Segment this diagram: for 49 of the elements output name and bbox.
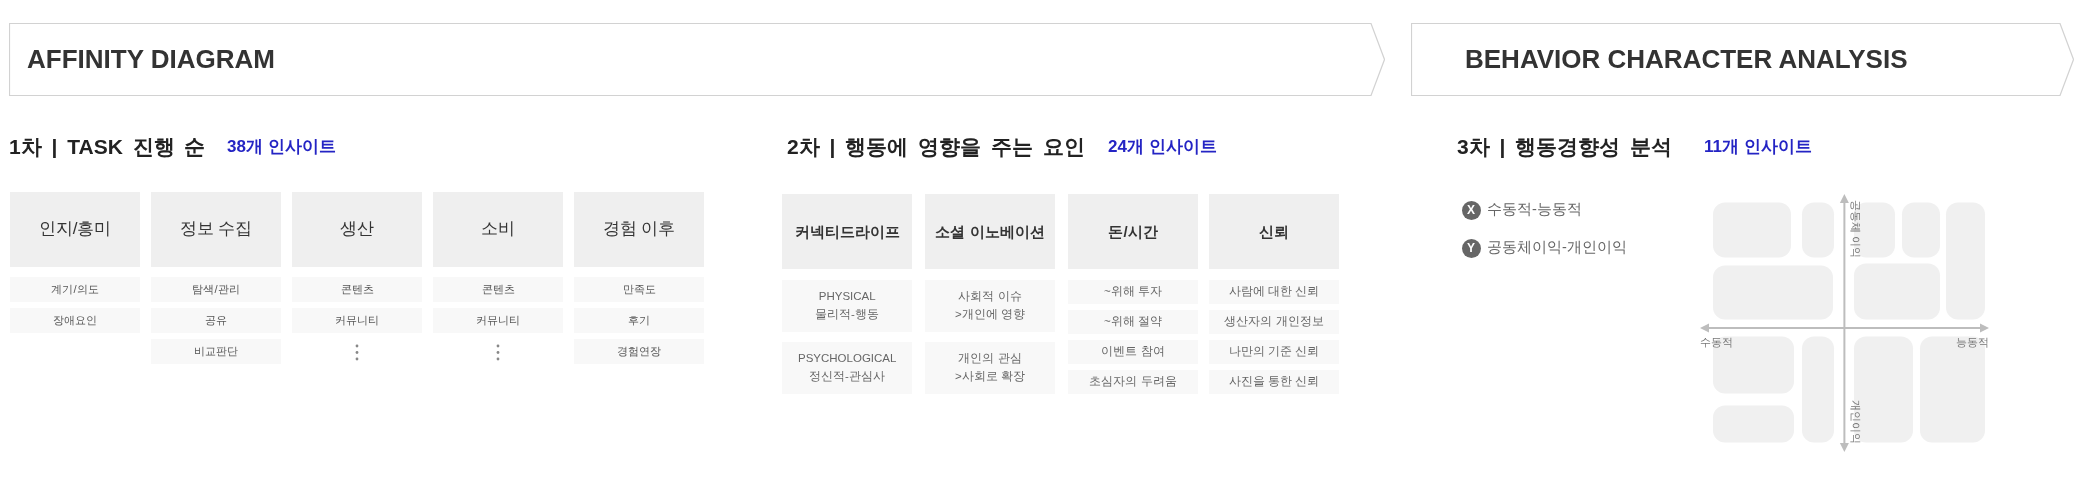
- insight-card: 이벤트 참여: [1068, 340, 1198, 364]
- category-card: 돈/시간: [1068, 194, 1198, 269]
- letter-badge: Y: [1461, 238, 1481, 258]
- axis-description: 공동체이익-개인이익: [1487, 238, 1627, 257]
- insight-card: ~위해 절약: [1068, 310, 1198, 334]
- insight-card: 경험연장: [574, 339, 704, 364]
- insight-card: PHYSICAL 물리적-행동: [782, 280, 912, 332]
- category-card: 인지/흥미: [10, 192, 140, 267]
- insight-card: 비교판단: [151, 339, 281, 364]
- insight-card: 탐색/관리: [151, 277, 281, 302]
- insight-card: 만족도: [574, 277, 704, 302]
- category-card: 생산: [292, 192, 422, 267]
- insight-card: 커뮤니티: [433, 308, 563, 333]
- section-heading: 1차 | TASK 진행 순: [9, 134, 206, 160]
- insight-card: 사진을 통한 신뢰: [1209, 370, 1339, 394]
- insight-count: 11개 인사이트: [1704, 136, 1812, 158]
- insight-card: 개인의 관심 >사회로 확장: [925, 342, 1055, 394]
- axis-label: 개인이익: [1849, 400, 1862, 444]
- chevron-banner: BEHAVIOR CHARACTER ANALYSIS: [1411, 23, 2074, 96]
- insight-card: 장애요인: [10, 308, 140, 333]
- category-card: 소비: [433, 192, 563, 267]
- category-card: 경험 이후: [574, 192, 704, 267]
- insight-card: PSYCHOLOGICAL 정신적-관심사: [782, 342, 912, 394]
- insight-card: 커뮤니티: [292, 308, 422, 333]
- axis-label: 수동적: [1700, 335, 1733, 349]
- insight-card: 콘텐츠: [292, 277, 422, 302]
- axis-label: 공동체 이익: [1849, 200, 1862, 259]
- category-card: 신뢰: [1209, 194, 1339, 269]
- section-heading: 3차 | 행동경향성 분석: [1457, 134, 1673, 160]
- insight-card: 콘텐츠: [433, 277, 563, 302]
- insight-card: 나만의 기준 신뢰: [1209, 340, 1339, 364]
- insight-count: 38개 인사이트: [227, 136, 336, 158]
- insight-card: 공유: [151, 308, 281, 333]
- insight-card: 사회적 이슈 >개인에 영향: [925, 280, 1055, 332]
- category-card: 정보 수집: [151, 192, 281, 267]
- insight-card: 후기: [574, 308, 704, 333]
- category-card: 소셜 이노베이션: [925, 194, 1055, 269]
- category-card: 커넥티드라이프: [782, 194, 912, 269]
- insight-card: 계기/의도: [10, 277, 140, 302]
- insight-count: 24개 인사이트: [1108, 136, 1217, 158]
- axis-label: 능동적: [1956, 335, 1989, 349]
- letter-badge: X: [1461, 200, 1481, 220]
- insight-card: ~위해 투자: [1068, 280, 1198, 304]
- insight-card: 초심자의 두려움: [1068, 370, 1198, 394]
- section-heading: 2차 | 행동에 영향을 주는 요인: [787, 134, 1085, 160]
- insight-card: 생산자의 개인정보: [1209, 310, 1339, 334]
- chevron-banner: AFFINITY DIAGRAM: [9, 23, 1385, 96]
- insight-card: 사람에 대한 신뢰: [1209, 280, 1339, 304]
- axis-description: 수동적-능동적: [1487, 200, 1582, 219]
